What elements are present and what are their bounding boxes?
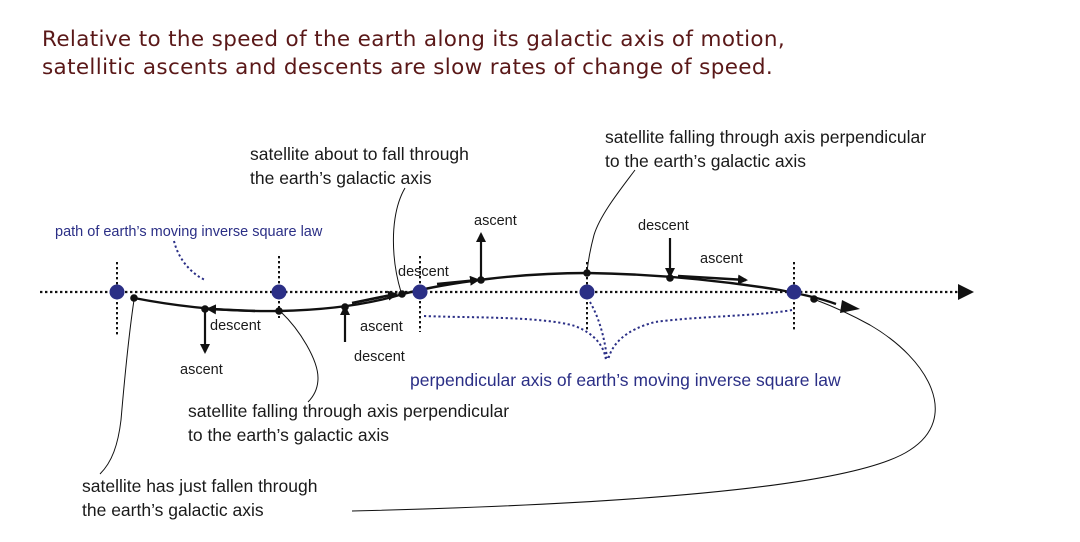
label-falling-perp-bottom-1: satellite falling through axis perpendic… (188, 401, 509, 421)
leader-just-fallen (99, 299, 135, 475)
leader-long-loop (351, 299, 936, 512)
perp-axis-bracket-left (423, 315, 607, 361)
satellite-point-2 (201, 305, 209, 313)
leader-about-to-fall (392, 187, 406, 293)
label-ascent-mid: ascent (360, 319, 403, 335)
label-descent-left: descent (210, 318, 261, 334)
satellite-point-7 (583, 269, 591, 277)
satellite-point-1 (130, 294, 138, 302)
label-just-fallen-1: satellite has just fallen through (82, 476, 317, 496)
label-path-inverse-square: path of earth’s moving inverse square la… (55, 224, 323, 240)
title-line-1: Relative to the speed of the earth along… (42, 27, 786, 52)
descent-arrow-left (206, 304, 256, 315)
satellite-point-4 (341, 303, 349, 311)
label-perp-axis: perpendicular axis of earth’s moving inv… (410, 370, 841, 390)
satellite-point-3 (275, 307, 283, 315)
galactic-axis-arrowhead (958, 284, 974, 300)
label-ascent-left: ascent (180, 362, 223, 378)
label-descent-bottom: descent (354, 349, 405, 365)
label-ascent-top: ascent (474, 213, 517, 229)
leader-falling-perp-bottom (280, 311, 319, 403)
label-falling-perp-bottom-2: to the earth’s galactic axis (188, 425, 389, 445)
leader-falling-perp-top (586, 169, 636, 273)
perp-axis-bracket-right (607, 309, 793, 361)
title-line-2: satellitic ascents and descents are slow… (42, 55, 774, 80)
label-about-to-fall-2: the earth’s galactic axis (250, 168, 432, 188)
satellite-point-9 (810, 295, 818, 303)
label-descent-top: descent (638, 218, 689, 234)
earth-node-3 (412, 284, 428, 300)
satellite-point-5 (398, 290, 406, 298)
label-just-fallen-2: the earth’s galactic axis (82, 500, 264, 520)
earth-node-2 (271, 284, 287, 300)
label-descent-mid: descent (398, 264, 449, 280)
satellite-point-6 (477, 276, 485, 284)
label-falling-perp-top-2: to the earth’s galactic axis (605, 151, 806, 171)
satellite-point-8 (666, 274, 674, 282)
inverse-square-path-line (173, 240, 206, 281)
label-ascent-right: ascent (700, 251, 743, 267)
label-falling-perp-top-1: satellite falling through axis perpendic… (605, 127, 926, 147)
perp-axis-bracket-mid (589, 301, 608, 359)
diagram-title: Relative to the speed of the earth along… (42, 26, 1072, 82)
label-about-to-fall-1: satellite about to fall through (250, 144, 469, 164)
ascent-arrow-mid-right (351, 290, 398, 305)
earth-node-5 (786, 284, 802, 300)
descent-arrow-right (436, 275, 480, 286)
earth-node-1 (109, 284, 125, 300)
earth-node-4 (579, 284, 595, 300)
satellite-path-arrowhead (840, 300, 860, 313)
ascent-arrow-right (677, 274, 748, 285)
